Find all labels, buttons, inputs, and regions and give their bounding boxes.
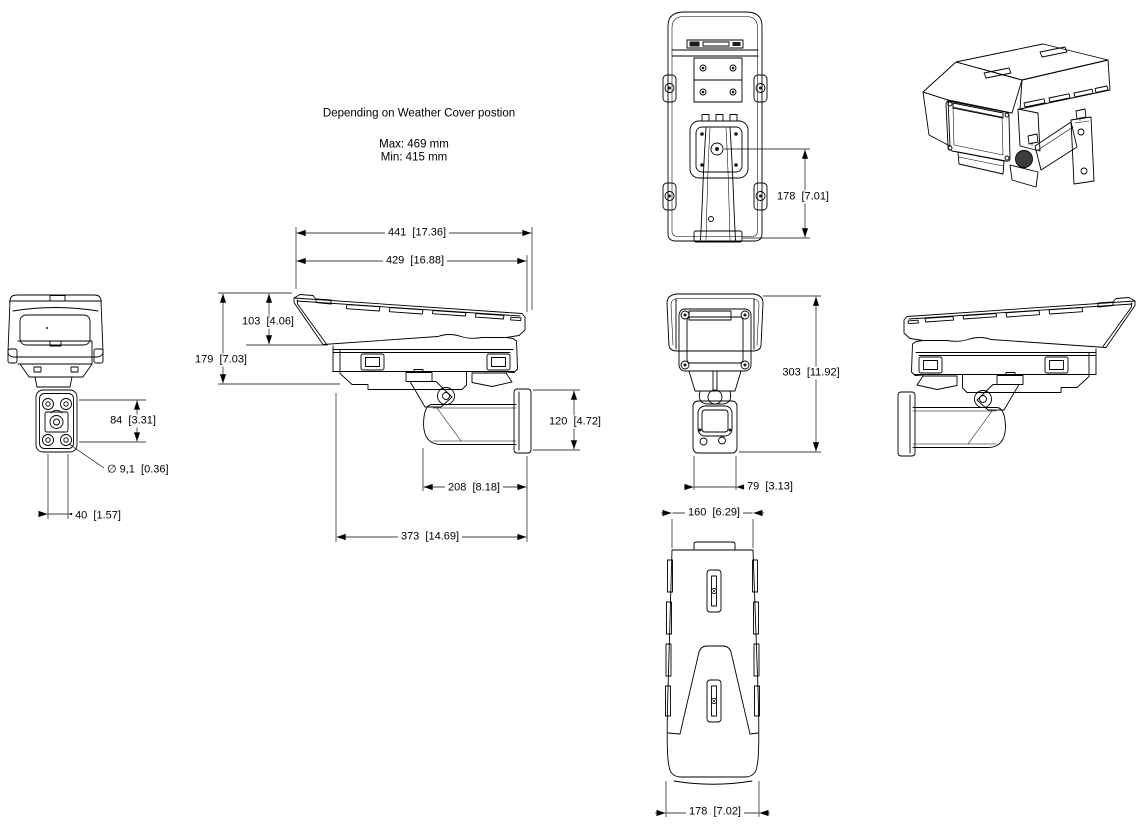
dim-label-arm-width: 79 [3.13] (744, 480, 796, 494)
dim-label-cover-front-height: 103 [4.06] (239, 315, 297, 329)
weather-cover-note: Depending on Weather Cover postion (322, 107, 516, 120)
dim-label-bracket-to-rear: 178 [7.01] (774, 190, 832, 204)
front-view-drawing (7, 294, 104, 453)
dim-label-body-width: 160 [6.29] (685, 506, 743, 520)
top-view-drawing (662, 11, 768, 243)
dim-label-arm-reach: 208 [8.18] (445, 481, 503, 495)
min-length-note: Min: 415 mm (380, 151, 448, 164)
right-side-view-drawing (897, 297, 1136, 457)
dim-label-overall-length: 441 [17.36] (384, 226, 450, 240)
isometric-view-drawing (922, 43, 1111, 188)
dim-label-overall-width: 178 [7.02] (686, 805, 744, 819)
side-view-dimensions (218, 227, 580, 542)
diameter-leader-line (68, 443, 105, 469)
bottom-view-drawing (665, 541, 760, 785)
dim-label-wall-plate-height: 120 [4.72] (546, 415, 604, 429)
dim-label-mount-holes-vertical: 84 [3.31] (107, 414, 159, 428)
dim-label-base-length: 373 [14.69] (397, 530, 463, 544)
max-length-note: Max: 469 mm (379, 138, 449, 151)
front-view-dimensions (38, 399, 146, 519)
bottom-view-dimensions (655, 509, 770, 817)
dim-label-housing-length: 429 [16.88] (382, 254, 448, 268)
rear-view-drawing (666, 293, 764, 454)
dim-label-hole-diameter: ∅ 9,1 [0.36] (106, 463, 170, 477)
dim-label-mount-holes-horizontal: 40 [1.57] (72, 509, 124, 523)
rear-view-dimensions (684, 295, 821, 491)
dim-label-front-height: 179 [7.03] (192, 353, 250, 367)
dim-label-overall-height: 303 [11.92] (779, 366, 843, 380)
side-view-drawing (293, 294, 532, 454)
